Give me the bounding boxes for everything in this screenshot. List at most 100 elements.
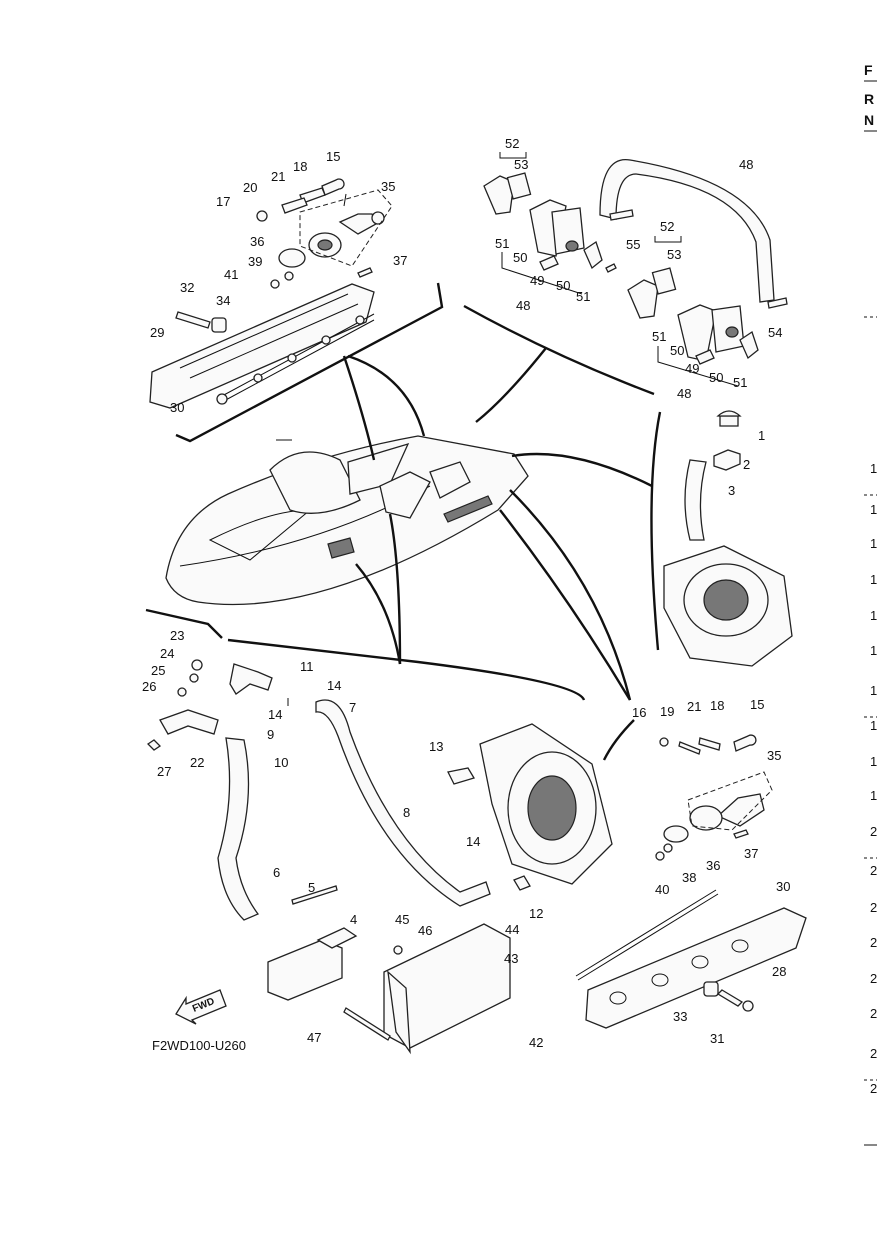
callout-label: 14 bbox=[327, 678, 341, 693]
edge-number: 1 bbox=[870, 461, 877, 476]
edge-number: 2 bbox=[870, 863, 877, 878]
group-top-right bbox=[463, 159, 788, 396]
callout-label: 36 bbox=[706, 858, 720, 873]
edge-number: 1 bbox=[870, 683, 877, 698]
edge-number: 1 bbox=[870, 536, 877, 551]
edge-number: 1 bbox=[870, 572, 877, 587]
callout-label: 30 bbox=[776, 879, 790, 894]
callout-label: 48 bbox=[739, 157, 753, 172]
diagram-code: F2WD100-U260 bbox=[152, 1038, 246, 1053]
callout-label: 31 bbox=[710, 1031, 724, 1046]
callout-label: 53 bbox=[514, 157, 528, 172]
callout-label: 15 bbox=[326, 149, 340, 164]
callout-label: 52 bbox=[660, 219, 674, 234]
callout-label: 9 bbox=[267, 727, 274, 742]
callout-label: 14 bbox=[268, 707, 282, 722]
callout-label: 19 bbox=[660, 704, 674, 719]
callout-label: 17 bbox=[216, 194, 230, 209]
callout-labels: 1 2 3 4 5 6 7 8 9 10 11 12 13 14 14 14 1… bbox=[142, 136, 790, 1050]
callout-label: 53 bbox=[667, 247, 681, 262]
callout-label: 8 bbox=[403, 805, 410, 820]
callout-label: 10 bbox=[274, 755, 288, 770]
callout-label: 29 bbox=[150, 325, 164, 340]
edge-header-3: N bbox=[864, 112, 874, 128]
callout-label: 34 bbox=[216, 293, 230, 308]
callout-label: 24 bbox=[160, 646, 174, 661]
callout-label: 50 bbox=[670, 343, 684, 358]
callout-label: 37 bbox=[744, 846, 758, 861]
callout-label: 51 bbox=[733, 375, 747, 390]
edge-number: 1 bbox=[870, 718, 877, 733]
callout-label: 45 bbox=[395, 912, 409, 927]
edge-number: 1 bbox=[870, 502, 877, 517]
callout-label: 30 bbox=[170, 400, 184, 415]
pointer-arrows bbox=[342, 347, 653, 701]
callout-label: 15 bbox=[750, 697, 764, 712]
callout-label: 18 bbox=[293, 159, 307, 174]
callout-label: 18 bbox=[710, 698, 724, 713]
edge-number: 2 bbox=[870, 935, 877, 950]
edge-number: 2 bbox=[870, 1006, 877, 1021]
edge-number: 2 bbox=[870, 1081, 877, 1096]
watercraft-body bbox=[165, 435, 529, 606]
edge-number: 1 bbox=[870, 643, 877, 658]
edge-number: 1 bbox=[870, 788, 877, 803]
edge-number: 2 bbox=[870, 900, 877, 915]
edge-number: 1 bbox=[870, 608, 877, 623]
callout-label: 3 bbox=[728, 483, 735, 498]
callout-label: 26 bbox=[142, 679, 156, 694]
callout-label: 16 bbox=[632, 705, 646, 720]
callout-label: 2 bbox=[743, 457, 750, 472]
callout-label: 44 bbox=[505, 922, 519, 937]
callout-label: 48 bbox=[516, 298, 530, 313]
callout-brackets bbox=[287, 152, 739, 706]
callout-label: 27 bbox=[157, 764, 171, 779]
group-top-left bbox=[149, 178, 444, 443]
edge-header-1: F bbox=[864, 62, 873, 78]
edge-header-2: R bbox=[864, 91, 874, 107]
callout-label: 46 bbox=[418, 923, 432, 938]
callout-label: 21 bbox=[687, 699, 701, 714]
callout-label: 11 bbox=[300, 659, 314, 674]
callout-label: 35 bbox=[767, 748, 781, 763]
callout-label: 35 bbox=[381, 179, 395, 194]
callout-label: 5 bbox=[308, 880, 315, 895]
callout-label: 14 bbox=[466, 834, 480, 849]
callout-label: 7 bbox=[349, 700, 356, 715]
callout-label: 4 bbox=[350, 912, 357, 927]
callout-label: 51 bbox=[576, 289, 590, 304]
callout-label: 12 bbox=[529, 906, 543, 921]
callout-label: 54 bbox=[768, 325, 782, 340]
callout-label: 49 bbox=[685, 361, 699, 376]
callout-label: 33 bbox=[673, 1009, 687, 1024]
callout-label: 40 bbox=[655, 882, 669, 897]
edge-number: 2 bbox=[870, 971, 877, 986]
callout-label: 51 bbox=[495, 236, 509, 251]
callout-label: 50 bbox=[709, 370, 723, 385]
callout-label: 32 bbox=[180, 280, 194, 295]
callout-label: 1 bbox=[758, 428, 765, 443]
callout-label: 50 bbox=[556, 278, 570, 293]
callout-label: 20 bbox=[243, 180, 257, 195]
callout-label: 47 bbox=[307, 1030, 321, 1045]
callout-label: 41 bbox=[224, 267, 238, 282]
callout-label: 23 bbox=[170, 628, 184, 643]
callout-label: 13 bbox=[429, 739, 443, 754]
callout-label: 25 bbox=[151, 663, 165, 678]
callout-label: 39 bbox=[248, 254, 262, 269]
callout-label: 50 bbox=[513, 250, 527, 265]
edge-number: 1 bbox=[870, 754, 877, 769]
callout-label: 28 bbox=[772, 964, 786, 979]
edge-number: 2 bbox=[870, 824, 877, 839]
callout-label: 21 bbox=[271, 169, 285, 184]
callout-label: 42 bbox=[529, 1035, 543, 1050]
callout-label: 48 bbox=[677, 386, 691, 401]
callout-label: 55 bbox=[626, 237, 640, 252]
callout-label: 6 bbox=[273, 865, 280, 880]
callout-label: 22 bbox=[190, 755, 204, 770]
callout-label: 52 bbox=[505, 136, 519, 151]
callout-label: 37 bbox=[393, 253, 407, 268]
callout-label: 49 bbox=[530, 273, 544, 288]
